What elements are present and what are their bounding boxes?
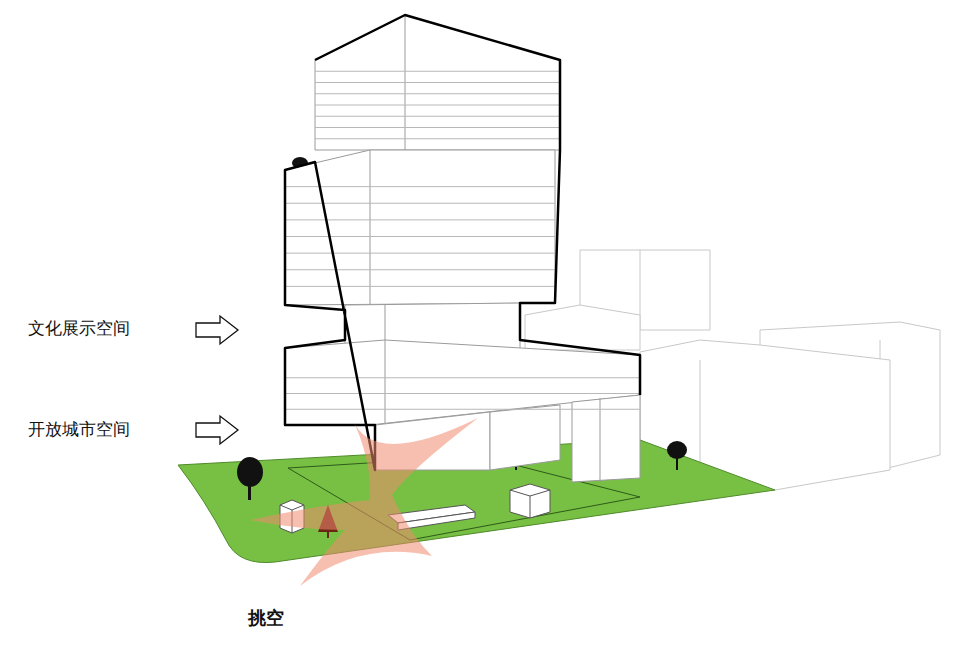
void-label: 挑空	[248, 607, 284, 629]
floor-lines	[285, 71, 640, 409]
void-sightline	[250, 418, 478, 586]
building-silhouette	[285, 15, 640, 470]
space-label: 文化展示空间	[28, 318, 130, 338]
tower-blocks	[285, 15, 640, 482]
pointer-arrow	[196, 316, 238, 444]
space-label: 开放城市空间	[28, 419, 130, 439]
